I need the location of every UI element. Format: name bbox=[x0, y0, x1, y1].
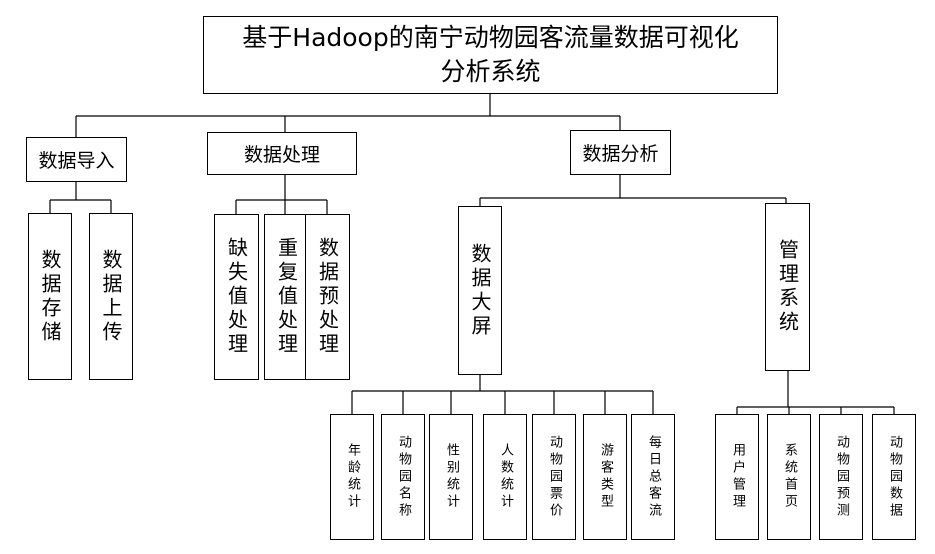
leaf-zoo-name: 动物园名称 bbox=[381, 414, 425, 540]
root-title: 基于Hadoop的南宁动物园客流量数据可视化分析系统 bbox=[242, 23, 739, 86]
leaf-zoo-data-label: 动物园数据 bbox=[887, 434, 902, 520]
leaf-headcount-stats: 人数统计 bbox=[483, 414, 527, 540]
leaf-user-management-label: 用户管理 bbox=[730, 443, 745, 511]
node-missing-value: 缺失值处理 bbox=[214, 214, 259, 380]
node-data-upload: 数据上传 bbox=[89, 213, 133, 380]
leaf-ticket-price-label: 动物园票价 bbox=[547, 434, 562, 520]
node-data-screen-label: 数据大屏 bbox=[468, 242, 492, 339]
node-data-processing: 数据处理 bbox=[207, 132, 357, 175]
node-data-import: 数据导入 bbox=[26, 137, 127, 182]
leaf-ticket-price: 动物园票价 bbox=[532, 414, 576, 540]
node-data-preprocess-label: 数据预处理 bbox=[315, 237, 340, 357]
node-data-import-label: 数据导入 bbox=[38, 150, 115, 172]
node-admin-system: 管理系统 bbox=[765, 203, 810, 371]
node-admin-system-label: 管理系统 bbox=[775, 239, 800, 335]
leaf-user-management: 用户管理 bbox=[715, 414, 759, 540]
leaf-age-stats-label: 年龄统计 bbox=[345, 443, 360, 511]
leaf-age-stats: 年龄统计 bbox=[330, 414, 374, 540]
root-title-box: 基于Hadoop的南宁动物园客流量数据可视化分析系统 bbox=[203, 16, 778, 94]
leaf-daily-flow: 每日总客流 bbox=[631, 414, 675, 540]
node-data-upload-label: 数据上传 bbox=[99, 248, 123, 345]
leaf-visitor-type-label: 游客类型 bbox=[598, 443, 613, 511]
leaf-visitor-type: 游客类型 bbox=[583, 414, 627, 540]
leaf-headcount-stats-label: 人数统计 bbox=[498, 443, 513, 511]
leaf-system-home: 系统首页 bbox=[767, 414, 811, 540]
leaf-zoo-data: 动物园数据 bbox=[872, 414, 916, 540]
node-data-analysis-label: 数据分析 bbox=[582, 143, 659, 165]
node-missing-value-label: 缺失值处理 bbox=[224, 237, 249, 357]
leaf-gender-stats-label: 性别统计 bbox=[444, 443, 459, 511]
node-duplicate-value-label: 重复值处理 bbox=[274, 237, 299, 357]
node-data-storage-label: 数据存储 bbox=[38, 248, 62, 345]
node-data-screen: 数据大屏 bbox=[458, 206, 502, 375]
leaf-zoo-forecast-label: 动物园预测 bbox=[834, 434, 849, 520]
node-duplicate-value: 重复值处理 bbox=[264, 214, 309, 380]
leaf-daily-flow-label: 每日总客流 bbox=[646, 434, 661, 520]
node-data-processing-label: 数据处理 bbox=[243, 144, 320, 166]
node-data-preprocess: 数据预处理 bbox=[305, 214, 350, 380]
leaf-gender-stats: 性别统计 bbox=[429, 414, 473, 540]
leaf-zoo-name-label: 动物园名称 bbox=[396, 434, 411, 520]
node-data-storage: 数据存储 bbox=[28, 213, 72, 380]
leaf-system-home-label: 系统首页 bbox=[782, 443, 797, 511]
node-data-analysis: 数据分析 bbox=[570, 130, 671, 175]
leaf-zoo-forecast: 动物园预测 bbox=[819, 414, 863, 540]
